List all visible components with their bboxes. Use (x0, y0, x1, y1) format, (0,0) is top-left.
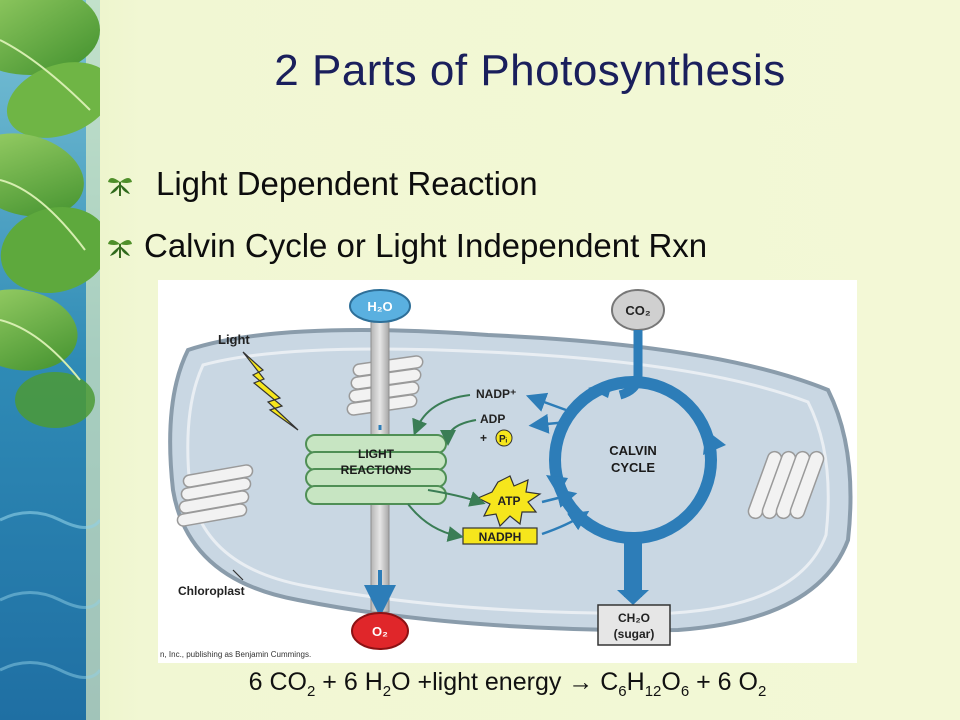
light-reactions-stack (305, 434, 447, 505)
phosphate-icon (495, 429, 513, 447)
adp-label: ADP (480, 412, 505, 426)
leaf-water-decoration (0, 0, 100, 720)
calvin-label-1: CALVIN (609, 443, 656, 458)
light-label: Light (218, 332, 250, 347)
image-credit: n, Inc., publishing as Benjamin Cummings… (160, 650, 311, 659)
eq-part: 6 CO2 (248, 668, 316, 700)
co2-label: CO₂ (625, 303, 651, 318)
granum-right (747, 450, 825, 520)
o2-node (351, 612, 409, 650)
nadph-label: NADPH (479, 530, 522, 544)
bullet-label: Calvin Cycle or Light Independent Rxn (144, 227, 708, 264)
eq-part: + 6 O2 (689, 668, 767, 700)
o2-label: O₂ (372, 624, 388, 639)
eq-part: + 6 H2 (315, 668, 392, 700)
h2o-node (349, 289, 411, 323)
light-bolt-icon (242, 351, 299, 431)
diagram-svg: H₂O O₂ LIGHT REACTIONS Light CO₂ CALVIN … (160, 289, 853, 659)
photosynthesis-diagram: H₂O O₂ LIGHT REACTIONS Light CO₂ CALVIN … (158, 280, 857, 663)
slide-title: 2 Parts of Photosynthesis (274, 46, 786, 95)
eq-part: O +light energy → C6 (391, 668, 627, 700)
light-reactions-label-2: REACTIONS (341, 463, 412, 477)
atp-burst-icon (476, 475, 542, 528)
bullet-light-dependent: Light Dependent Reaction (106, 165, 538, 203)
nadp-plus-label: NADP⁺ (476, 387, 516, 401)
sugar-pipe (624, 535, 642, 597)
bullet-label: Light Dependent Reaction (156, 165, 538, 202)
pi-label: Pᵢ (499, 434, 508, 445)
atp-label: ATP (497, 494, 520, 508)
photosynthesis-equation: 6 CO2 + 6 H2O +light energy → C6H12O6 + … (158, 668, 857, 700)
light-reactions-label-1: LIGHT (358, 447, 395, 461)
pi-plus-label: + (480, 431, 487, 445)
eq-part: O6 (661, 668, 690, 700)
chloroplast-label: Chloroplast (178, 584, 245, 598)
bullet-calvin-cycle: Calvin Cycle or Light Independent Rxn (106, 227, 707, 265)
eq-part: H12 (626, 668, 662, 700)
h2o-label: H₂O (367, 299, 392, 314)
sugar-box (597, 604, 671, 646)
calvin-label-2: CYCLE (611, 460, 655, 475)
leaf-bullet-icon (108, 240, 132, 258)
granum-left-bottom (176, 464, 254, 527)
sugar-label-2: (sugar) (614, 627, 655, 641)
leaf-bullet-icon (108, 178, 132, 196)
sugar-label-1: CH₂O (618, 611, 650, 625)
